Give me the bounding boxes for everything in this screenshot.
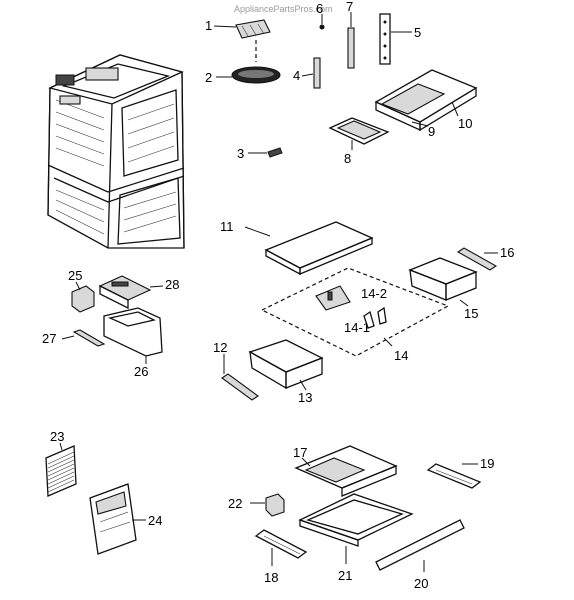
part-label-15: 15 bbox=[464, 306, 478, 321]
part-label-8: 8 bbox=[344, 151, 351, 166]
part-label-7: 7 bbox=[346, 0, 353, 14]
part-label-27: 27 bbox=[42, 331, 56, 346]
part-7-rail bbox=[347, 12, 355, 69]
part-8-tray bbox=[328, 117, 390, 150]
part-20-bar bbox=[375, 519, 465, 572]
part-5-bracket bbox=[379, 13, 412, 65]
part-19-rail bbox=[426, 463, 482, 489]
part-label-13: 13 bbox=[298, 390, 312, 405]
part-28-module bbox=[98, 275, 164, 310]
part-label-12: 12 bbox=[213, 340, 227, 355]
part-4-rail bbox=[301, 57, 321, 89]
part-label-20: 20 bbox=[414, 576, 428, 591]
part-12-rail bbox=[221, 354, 259, 401]
part-22-bracket bbox=[250, 493, 285, 517]
part-label-28: 28 bbox=[165, 277, 179, 292]
part-label-1: 1 bbox=[205, 18, 212, 33]
part-21-frame bbox=[298, 493, 414, 564]
part-11-shelf bbox=[244, 221, 374, 276]
part-label-16: 16 bbox=[500, 245, 514, 260]
part-label-14-1: 14-1 bbox=[344, 320, 370, 335]
part-2-filter bbox=[216, 66, 281, 84]
part-27-strip bbox=[61, 329, 106, 347]
part-label-25: 25 bbox=[68, 268, 82, 283]
part-label-24: 24 bbox=[148, 513, 162, 528]
part-label-6: 6 bbox=[316, 1, 323, 16]
part-label-9: 9 bbox=[428, 124, 435, 139]
part-label-14-2: 14-2 bbox=[361, 286, 387, 301]
part-17-shelf bbox=[294, 445, 398, 497]
part-label-17: 17 bbox=[293, 445, 307, 460]
part-25-block bbox=[71, 281, 95, 313]
part-label-4: 4 bbox=[293, 68, 300, 83]
part-18-rail bbox=[254, 529, 308, 566]
part-6-screw bbox=[319, 14, 325, 30]
part-label-21: 21 bbox=[338, 568, 352, 583]
part-26-housing bbox=[103, 307, 163, 364]
part-label-5: 5 bbox=[414, 25, 421, 40]
part-label-22: 22 bbox=[228, 496, 242, 511]
part-label-2: 2 bbox=[205, 70, 212, 85]
part-label-23: 23 bbox=[50, 429, 64, 444]
part-15-drawer bbox=[408, 257, 478, 307]
part-13-drawer bbox=[248, 339, 324, 391]
part-3-clip bbox=[248, 147, 283, 158]
part-label-26: 26 bbox=[134, 364, 148, 379]
part-label-3: 3 bbox=[237, 146, 244, 161]
watermark: AppliancePartsPros.com bbox=[234, 4, 333, 14]
part-14-assembly bbox=[260, 267, 450, 357]
part-16-rail bbox=[456, 247, 498, 271]
part-label-10: 10 bbox=[458, 116, 472, 131]
part-10-shelf bbox=[374, 69, 478, 132]
part-label-18: 18 bbox=[264, 570, 278, 585]
part-24-panel bbox=[89, 483, 146, 555]
part-23-grille bbox=[45, 442, 77, 497]
part-label-14: 14 bbox=[394, 348, 408, 363]
part-label-19: 19 bbox=[480, 456, 494, 471]
part-label-11: 11 bbox=[220, 219, 234, 234]
part-1-cover bbox=[213, 19, 271, 62]
refrigerator-cabinet bbox=[47, 54, 185, 249]
